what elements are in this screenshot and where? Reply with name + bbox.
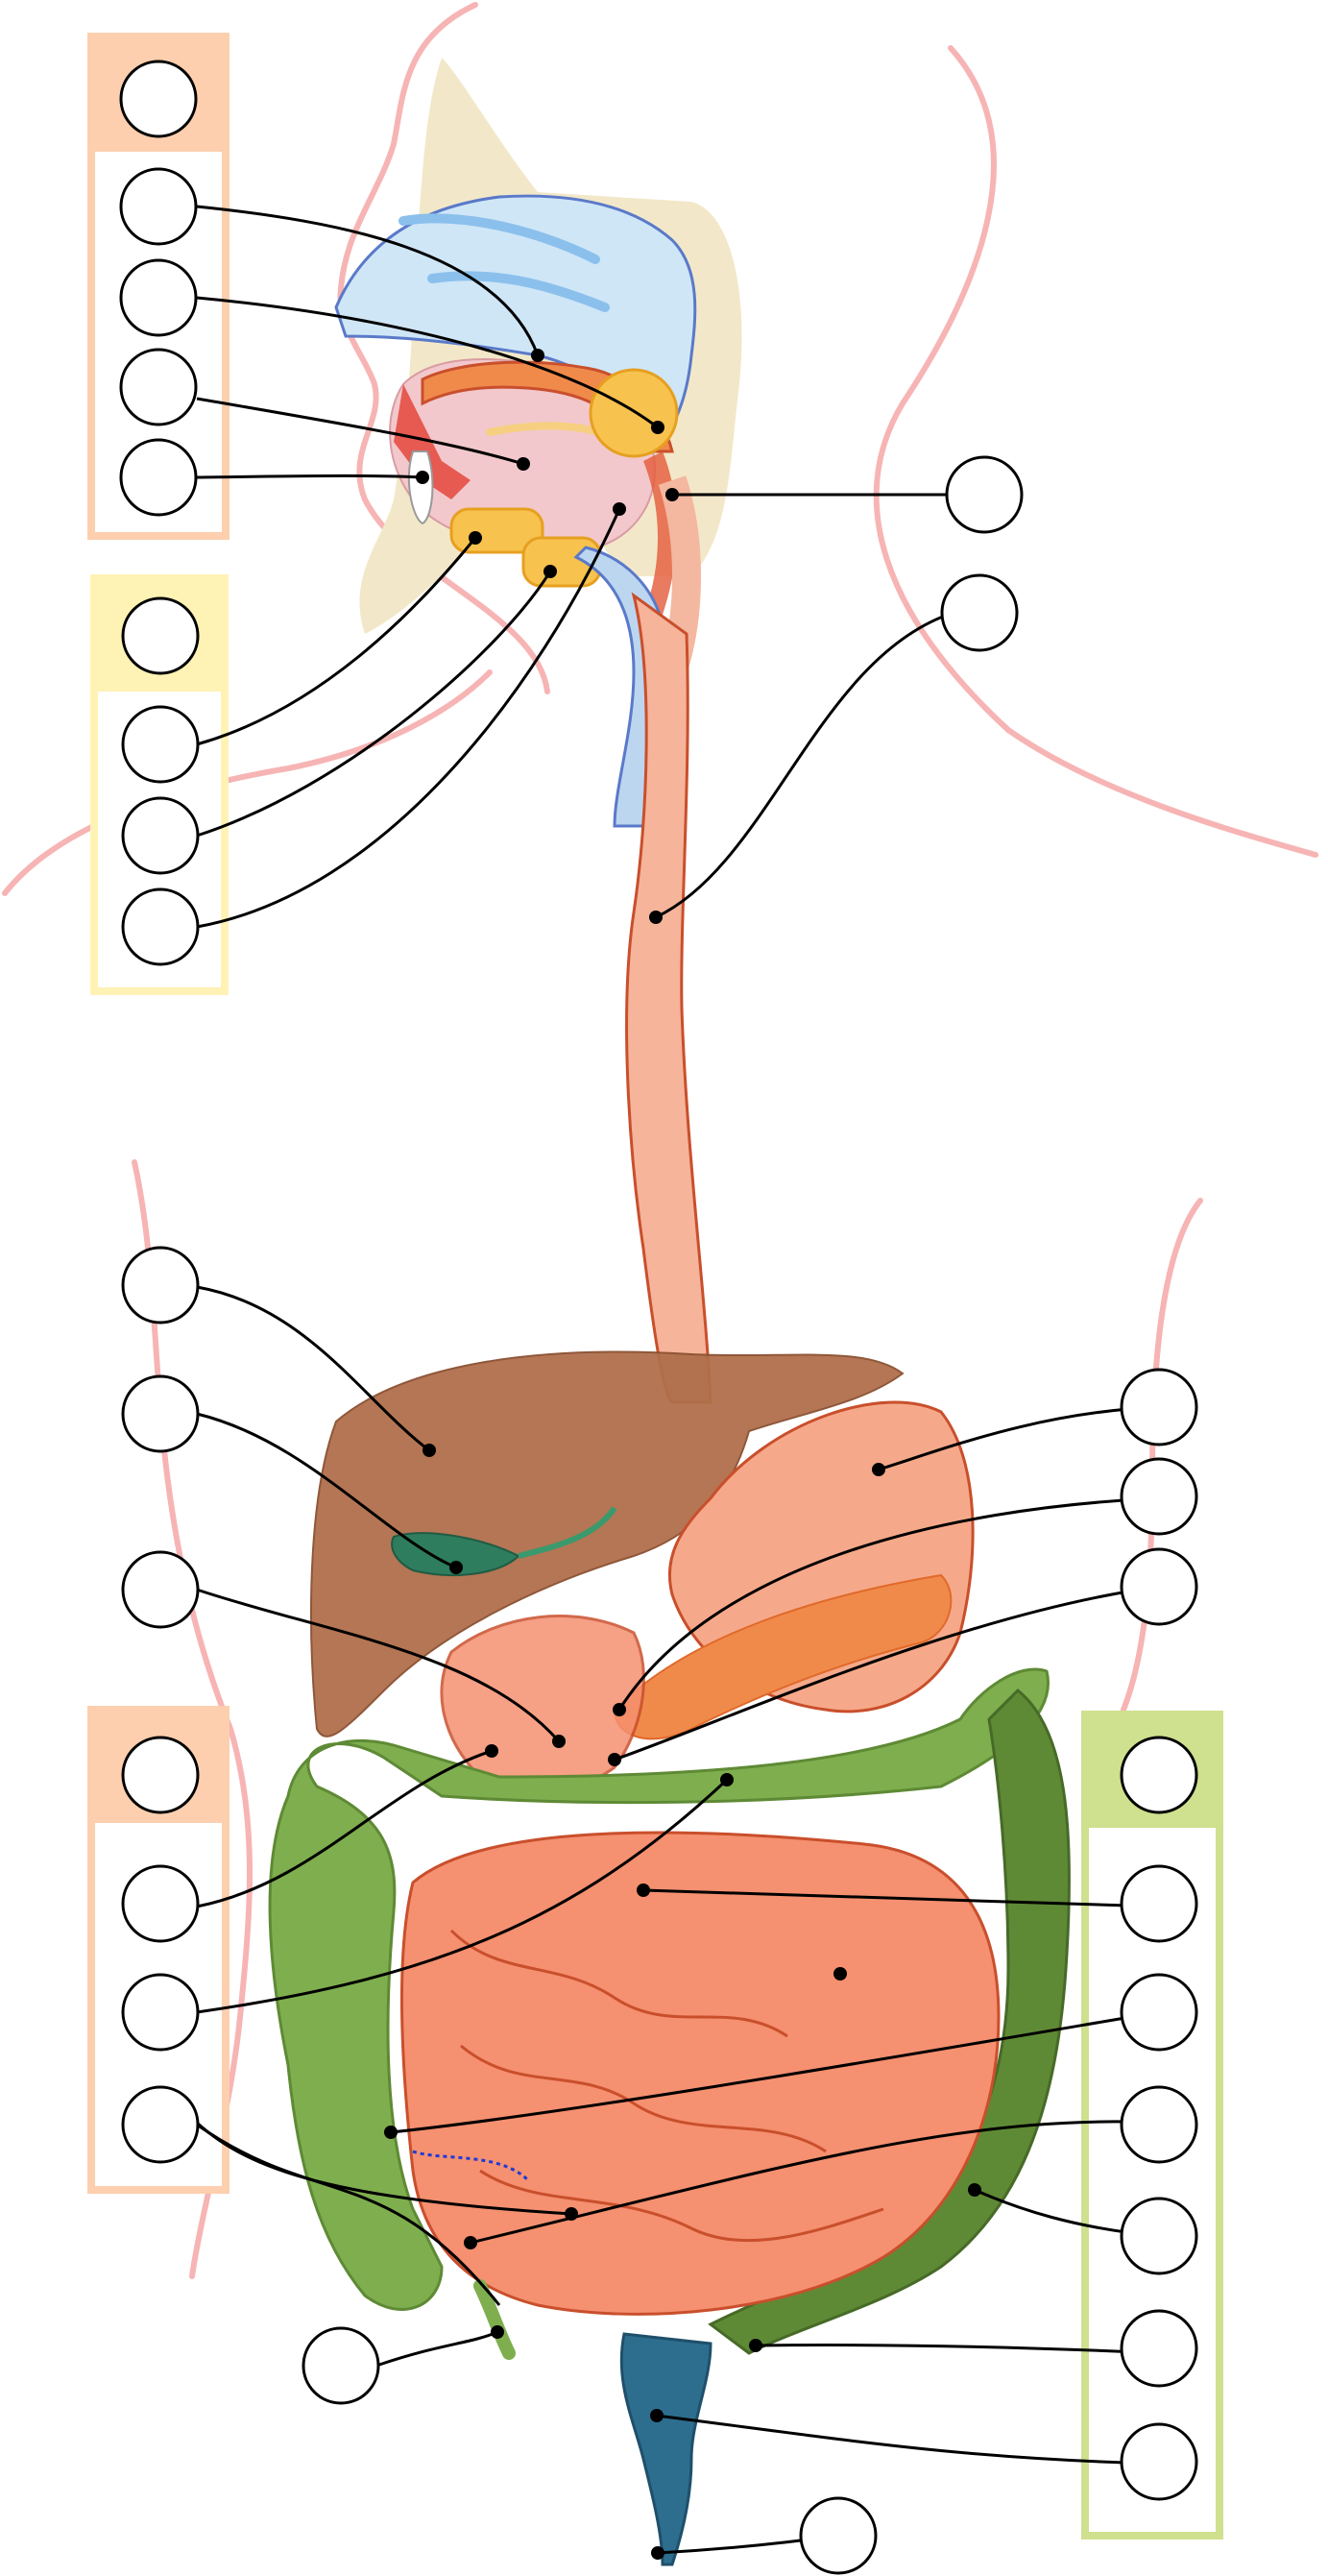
label-circle[interactable] (1120, 1973, 1198, 2052)
leader-line (196, 1749, 493, 1908)
pointer-dot (384, 2126, 398, 2139)
pointer-dot (423, 1444, 436, 1457)
label-circle[interactable] (1120, 2309, 1198, 2388)
bile-duct (518, 1506, 617, 1559)
pointer-dot (720, 1773, 734, 1786)
label-circle[interactable] (1120, 1736, 1198, 1814)
label-circle[interactable] (121, 1973, 200, 2052)
leader-lines (195, 205, 1160, 2555)
leader-line (614, 1585, 1160, 1762)
pointer-dot (649, 911, 663, 924)
label-circle[interactable] (121, 2085, 200, 2164)
label-circle[interactable] (940, 573, 1019, 652)
pointer-dot (517, 457, 530, 471)
label-circle[interactable] (121, 596, 200, 675)
leader-line (755, 2344, 1160, 2355)
leader-line (196, 296, 659, 429)
label-circle[interactable] (799, 2496, 878, 2575)
pointer-dot (650, 2409, 664, 2422)
leader-line (196, 2123, 501, 2306)
label-circle[interactable] (945, 455, 1024, 534)
leader-line (390, 2010, 1160, 2134)
teeth (407, 450, 434, 525)
label-circle[interactable] (1120, 2422, 1198, 2501)
leader-line (196, 397, 524, 466)
leader-line (196, 1285, 430, 1452)
label-circle[interactable] (119, 258, 198, 337)
leader-line (196, 1588, 561, 1742)
label-circle[interactable] (121, 1246, 200, 1324)
pointer-dot (613, 1703, 626, 1716)
pointer-dots (384, 349, 981, 2560)
label-circle[interactable] (1120, 1368, 1198, 1446)
pointer-dot (651, 2546, 664, 2560)
pointer-dot (637, 1883, 650, 1897)
pointer-dot (491, 2325, 504, 2339)
pointer-dot (543, 565, 557, 578)
label-circle[interactable] (1120, 2197, 1198, 2275)
pointer-dot (531, 349, 544, 362)
leader-line (617, 1496, 1160, 1711)
label-circle[interactable] (1120, 2085, 1198, 2164)
leader-line (196, 537, 477, 746)
pointer-dot (613, 502, 626, 516)
label-circle[interactable] (119, 167, 198, 246)
leader-line (196, 571, 552, 838)
label-circle[interactable] (302, 2326, 380, 2405)
leader-line (655, 613, 949, 919)
appendix (473, 2279, 516, 2360)
label-circle[interactable] (121, 705, 200, 784)
pointer-dot (833, 1967, 847, 1981)
leader-line (878, 1405, 1160, 1471)
pointer-dot (749, 2339, 762, 2352)
leader-line (196, 508, 621, 929)
nasal-concha (427, 271, 610, 312)
pointer-dot (416, 471, 429, 484)
pointer-dot (449, 1561, 463, 1574)
leader-line (196, 1412, 457, 1569)
pointer-dot (665, 488, 679, 501)
head-structures (334, 58, 742, 828)
label-circle[interactable] (119, 60, 198, 138)
intestinal-folds (449, 1929, 884, 2243)
nasal-concha (398, 213, 600, 264)
leader-line (642, 1888, 1160, 1908)
parotid-gland (589, 368, 679, 458)
label-circle[interactable] (121, 887, 200, 966)
label-circle[interactable] (121, 1736, 200, 1814)
label-circles (119, 60, 1198, 2575)
pointer-dot (968, 2183, 981, 2197)
leader-line (196, 205, 540, 356)
label-circle[interactable] (1120, 1547, 1198, 1626)
label-circle[interactable] (121, 796, 200, 875)
pointer-dot (651, 421, 664, 434)
gallbladder (391, 1532, 520, 1576)
leader-line (196, 1778, 729, 2014)
pointer-dot (485, 1744, 498, 1758)
small-intestine (399, 1831, 1001, 2316)
leader-line (656, 2414, 1160, 2466)
label-circle[interactable] (1120, 1457, 1198, 1536)
label-circle[interactable] (121, 1550, 200, 1629)
pointer-dot (565, 2207, 578, 2221)
pointer-dot (464, 2236, 477, 2249)
pointer-dot (469, 531, 482, 545)
label-circle[interactable] (121, 1864, 200, 1943)
pointer-dot (872, 1463, 885, 1476)
label-circle[interactable] (1120, 1864, 1198, 1943)
abdominal-organs (268, 1350, 1071, 2566)
leader-line (470, 2120, 1160, 2245)
ileocecal-arrow (412, 2150, 530, 2182)
label-circle[interactable] (119, 438, 198, 517)
leader-line (196, 474, 423, 479)
pointer-dot (608, 1753, 621, 1766)
pointer-dot (552, 1735, 566, 1748)
label-circle[interactable] (119, 348, 198, 426)
label-circle[interactable] (121, 1374, 200, 1453)
rectum (619, 2332, 712, 2566)
leader-line (378, 2330, 498, 2367)
colon (268, 1667, 1050, 2311)
